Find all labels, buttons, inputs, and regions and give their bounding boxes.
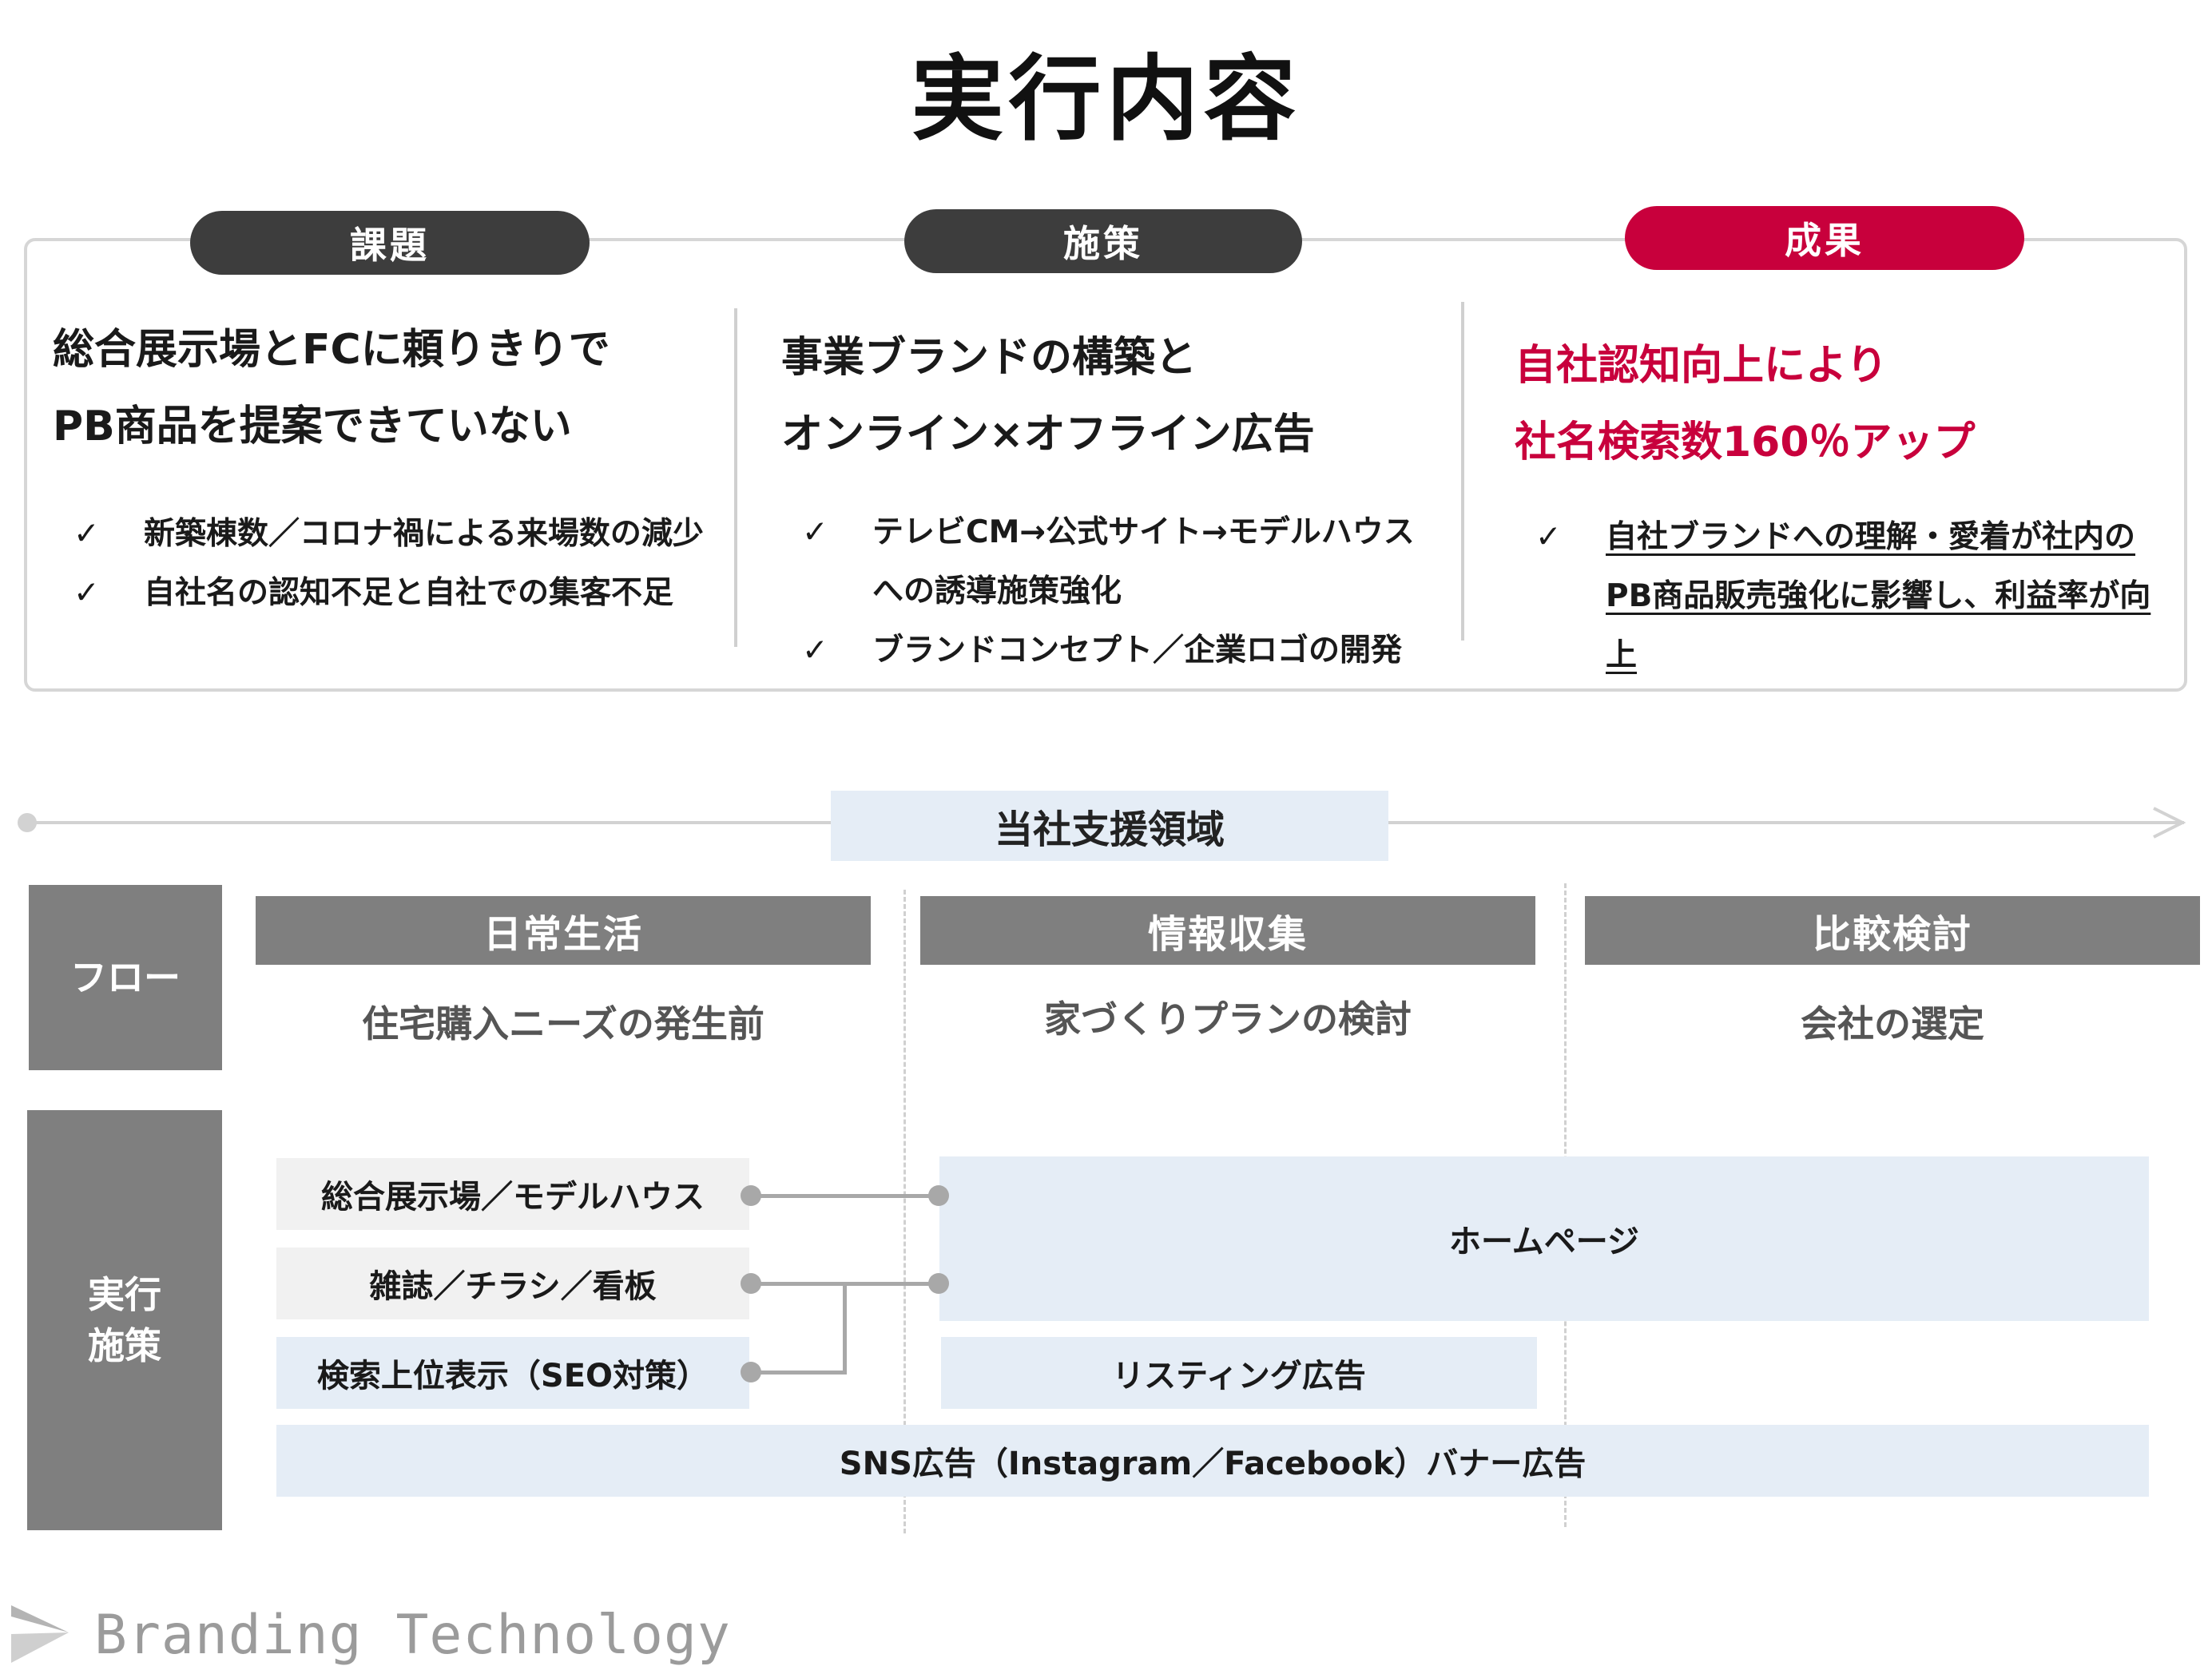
connector-dot (928, 1185, 949, 1206)
logo-text: Branding Technology (94, 1604, 731, 1667)
magazine-bar: 雑誌／チラシ／看板 (276, 1248, 749, 1319)
connector-dot (741, 1273, 761, 1294)
stage-info-gathering: 情報収集 (920, 896, 1535, 965)
connector-dot (928, 1273, 949, 1294)
headline-line: オンライン×オフライン広告 (781, 411, 1315, 458)
execution-label: 実行 施策 (27, 1110, 222, 1530)
measure-headline: 事業ブランドの構築と オンライン×オフライン広告 (781, 319, 1315, 473)
measure-bullet: ✓ ブランドコンセプト／企業ロゴの開発 (802, 621, 1433, 680)
issue-pill: 課題 (190, 211, 590, 275)
column-divider (734, 308, 737, 647)
stage-sub-info-gathering: 家づくりプランの検討 (1044, 998, 1412, 1041)
check-icon: ✓ (1535, 519, 1562, 555)
measure-bullet: ✓ テレビCM→公式サイト→モデルハウスへの誘導施策強化 (802, 503, 1433, 621)
stage-sub-comparison: 会社の選定 (1801, 1002, 1984, 1045)
issue-headline: 総合展示場とFCに頼りきりで PB商品を提案できていない (53, 311, 610, 465)
result-pill: 成果 (1625, 206, 2024, 270)
check-icon: ✓ (802, 514, 828, 550)
measure-pill: 施策 (904, 209, 1302, 273)
exhibition-bar: 総合展示場／モデルハウス (276, 1158, 749, 1230)
stage-comparison: 比較検討 (1585, 896, 2200, 965)
result-headline: 自社認知向上により 社名検索数160％アップ (1515, 327, 1976, 481)
arrow-head-icon (2153, 807, 2186, 839)
headline-line: PB商品を提案できていない (53, 403, 572, 450)
flow-label: フロー (29, 885, 222, 1070)
check-icon: ✓ (73, 516, 100, 552)
check-icon: ✓ (802, 633, 828, 668)
headline-line: 総合展示場とFCに頼りきりで (53, 326, 610, 374)
result-bullet: ✓ 自社ブランドへの理解・愛着が社内のPB商品販売強化に影響し、利益率が向上 (1535, 508, 2158, 685)
connector-dot (741, 1362, 761, 1382)
issue-bullet: ✓ 新築棟数／コロナ禍による来場数の減少 (73, 505, 729, 564)
stage-divider (903, 890, 906, 1533)
connector-line (843, 1282, 847, 1374)
stage-daily-life: 日常生活 (256, 896, 871, 965)
support-area-label: 当社支援領域 (831, 791, 1388, 861)
seo-bar: 検索上位表示（SEO対策） (276, 1337, 749, 1409)
check-icon: ✓ (73, 575, 100, 611)
stage-sub-daily-life: 住宅購入ニーズの発生前 (362, 1002, 764, 1045)
headline-line: 事業ブランドの構築と (781, 334, 1197, 382)
connector-line (751, 1371, 847, 1375)
listing-ad-bar: リスティング広告 (941, 1337, 1537, 1409)
page-title: 実行内容 (911, 46, 1301, 153)
headline-line: 社名検索数160％アップ (1515, 418, 1976, 466)
connector-dot (741, 1185, 761, 1206)
homepage-bar: ホームページ (939, 1156, 2149, 1321)
issue-bullet: ✓ 自社名の認知不足と自社での集客不足 (73, 564, 729, 623)
column-divider (1461, 302, 1464, 641)
sns-ad-bar: SNS広告（Instagram／Facebook）バナー広告 (276, 1425, 2149, 1497)
headline-line: 自社認知向上により (1515, 342, 1888, 390)
connector-line (751, 1194, 939, 1198)
logo-mark-icon (11, 1605, 69, 1663)
